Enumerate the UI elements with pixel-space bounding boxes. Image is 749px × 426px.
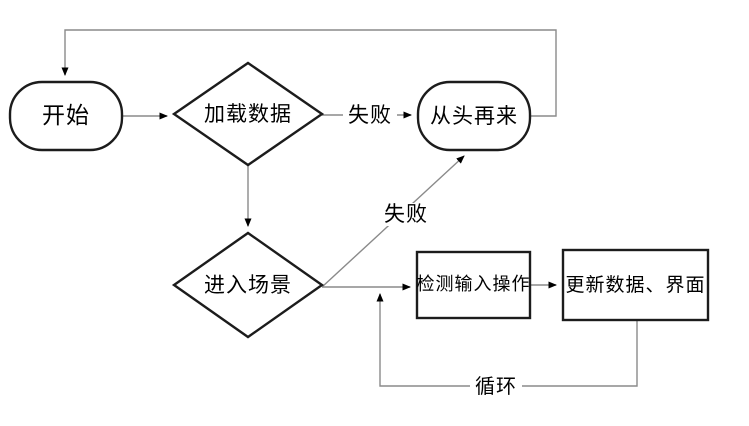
enter-scene-decision-shape <box>171 231 325 339</box>
enter-scene-node-label: 进入场景 <box>204 272 292 297</box>
load-data-node-label: 加载数据 <box>204 101 292 126</box>
update-ui-process-shape <box>561 248 710 322</box>
start-node-label: 开始 <box>42 102 90 129</box>
start-terminator-shape <box>8 80 124 152</box>
loop-edge-label: 循环 <box>470 375 522 397</box>
detect-input-node-label: 检测输入操作 <box>416 274 531 295</box>
fail-load-edge-label: 失败 <box>343 103 397 128</box>
restart-terminator-shape <box>416 80 532 152</box>
detect-input-process-shape <box>415 250 532 320</box>
edge-restart-to-start-loop <box>61 29 557 117</box>
load-data-decision-shape <box>171 61 325 167</box>
update-ui-node-label: 更新数据、界面 <box>565 273 706 296</box>
restart-node-label: 从头再来 <box>430 103 518 128</box>
fail-scene-edge-label: 失败 <box>379 202 433 227</box>
